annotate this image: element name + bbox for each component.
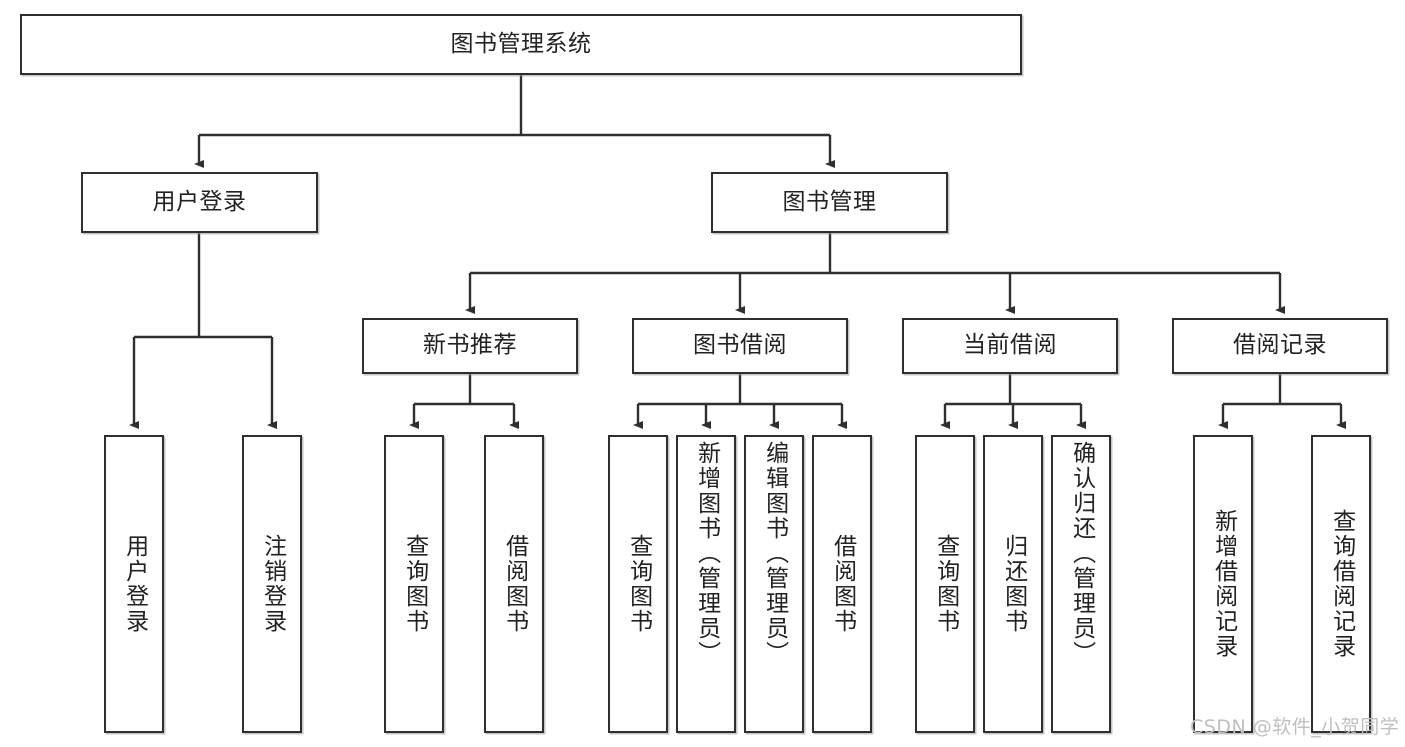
- node-label: 注销登录: [259, 534, 286, 634]
- node-label: 编辑图书（管理员）: [761, 441, 788, 666]
- leaf-book-borrow-edit[interactable]: 编辑图书（管理员）: [744, 435, 804, 733]
- leaf-user-login-login[interactable]: 用户登录: [104, 435, 164, 733]
- node-label: 用户登录: [121, 534, 148, 634]
- node-user-login[interactable]: 用户登录: [81, 172, 318, 233]
- node-label: 借阅图书: [829, 534, 856, 634]
- node-label: 图书管理系统: [450, 30, 592, 57]
- node-label: 新增图书（管理员）: [693, 441, 720, 666]
- node-label: 借阅记录: [1233, 332, 1327, 359]
- node-label: 新书推荐: [423, 332, 517, 359]
- leaf-new-book-borrow[interactable]: 借阅图书: [484, 435, 544, 733]
- leaf-borrow-record-query[interactable]: 查询借阅记录: [1311, 435, 1371, 733]
- leaf-book-borrow-borrow[interactable]: 借阅图书: [812, 435, 872, 733]
- node-root-system[interactable]: 图书管理系统: [20, 14, 1022, 75]
- node-new-book-recommend[interactable]: 新书推荐: [362, 318, 578, 374]
- node-label: 查询图书: [625, 534, 652, 634]
- leaf-current-borrow-query[interactable]: 查询图书: [915, 435, 975, 733]
- node-label: 查询图书: [401, 534, 428, 634]
- leaf-borrow-record-add[interactable]: 新增借阅记录: [1193, 435, 1253, 733]
- leaf-user-login-logout[interactable]: 注销登录: [242, 435, 302, 733]
- node-label: 图书管理: [782, 188, 877, 215]
- node-label: 查询借阅记录: [1328, 509, 1355, 659]
- node-label: 新增借阅记录: [1210, 509, 1237, 659]
- leaf-new-book-query[interactable]: 查询图书: [384, 435, 444, 733]
- node-label: 当前借阅: [963, 332, 1057, 359]
- node-book-borrow[interactable]: 图书借阅: [632, 318, 848, 374]
- leaf-current-borrow-return[interactable]: 归还图书: [983, 435, 1043, 733]
- leaf-book-borrow-query[interactable]: 查询图书: [608, 435, 668, 733]
- node-label: 借阅图书: [501, 534, 528, 634]
- leaf-book-borrow-add[interactable]: 新增图书（管理员）: [676, 435, 736, 733]
- node-label: 查询图书: [932, 534, 959, 634]
- node-book-management[interactable]: 图书管理: [711, 172, 948, 233]
- node-label: 用户登录: [152, 188, 247, 215]
- node-label: 归还图书: [1000, 534, 1027, 634]
- node-borrow-record[interactable]: 借阅记录: [1172, 318, 1388, 374]
- node-label: 图书借阅: [693, 332, 787, 359]
- node-label: 确认归还（管理员）: [1068, 441, 1095, 666]
- node-current-borrow[interactable]: 当前借阅: [902, 318, 1118, 374]
- leaf-current-borrow-confirm-return[interactable]: 确认归还（管理员）: [1051, 435, 1111, 733]
